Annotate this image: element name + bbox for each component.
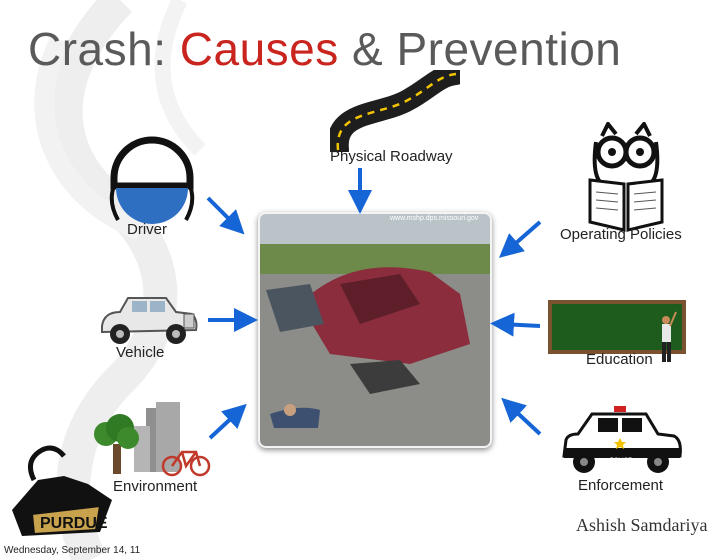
vintage-car-icon [101,297,198,344]
arrow-operating-policies [498,220,542,258]
police-text: POLICE [610,458,632,464]
driver-icon [109,136,195,224]
crash-photo [258,212,492,448]
chalkboard-teacher-icon [548,300,686,362]
title-accent: Causes [179,23,339,75]
operating-policies-label: Operating Policies [560,226,682,243]
environment-label: Environment [113,478,198,495]
slide-date: Wednesday, September 14, 11 [4,545,141,556]
driver-label: Driver [127,221,167,238]
background-swirl-decoration [34,0,206,560]
arrow-education [490,312,541,337]
photo-credit: www.mshp.dps.missouri.gov [390,215,479,222]
purdue-logo-text: PURDUE [40,515,108,532]
author-name: Ashish Samdariya [576,515,708,535]
owl-reading-icon [588,122,664,232]
title-part-2: & Prevention [338,23,622,75]
physical-roadway-label: Physical Roadway [330,148,453,165]
enforcement-label: Enforcement [578,477,664,494]
purdue-logo: PURDUE [12,445,112,536]
vehicle-label: Vehicle [116,344,165,361]
road-icon [330,70,460,152]
arrow-enforcement [501,397,542,436]
education-label: Education [586,351,653,368]
environment-icon [94,402,211,477]
title-part-1: Crash: [28,23,180,75]
slide-title: Crash: Causes & Prevention [28,22,621,76]
police-car-icon: POLICE [562,406,682,473]
